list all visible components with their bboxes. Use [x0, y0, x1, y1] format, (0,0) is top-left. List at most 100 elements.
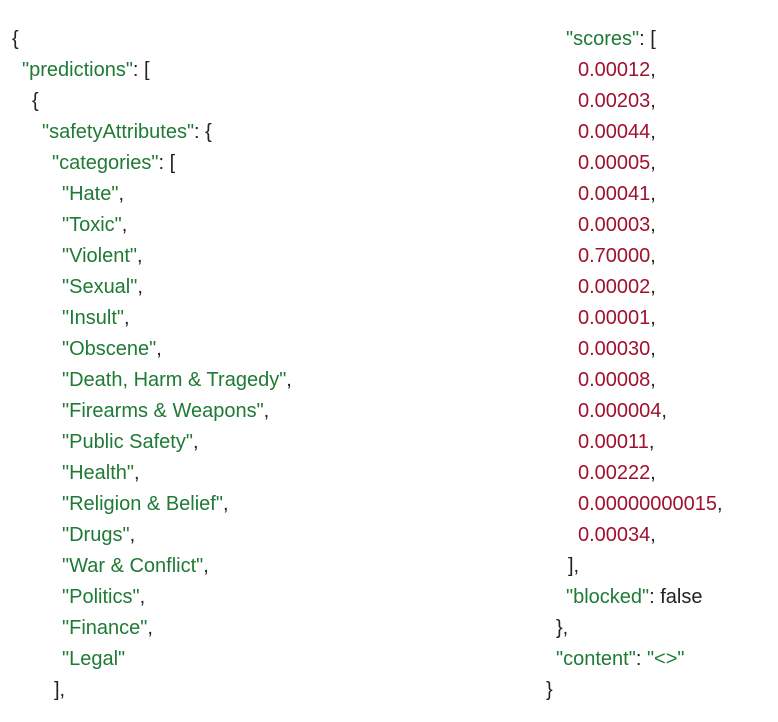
- code-line: 0.70000,: [546, 241, 723, 272]
- json-number: 0.00008: [578, 369, 651, 391]
- json-punctuation: ,: [129, 524, 136, 546]
- json-right-column: "scores": [0.00012,0.00203,0.00044,0.000…: [546, 24, 723, 706]
- code-line: }: [546, 675, 723, 706]
- code-line: 0.00000000015,: [546, 489, 723, 520]
- code-line: "War & Conflict",: [12, 551, 292, 582]
- code-line: "Insult",: [12, 303, 292, 334]
- code-line: "Sexual",: [12, 272, 292, 303]
- code-line: "Health",: [12, 458, 292, 489]
- code-line: ],: [546, 551, 723, 582]
- json-punctuation: ,: [650, 369, 656, 391]
- json-key: "safetyAttributes": [42, 121, 195, 143]
- code-line: "Drugs",: [12, 520, 292, 551]
- json-punctuation: ,: [648, 431, 655, 453]
- code-line: 0.00011,: [546, 427, 723, 458]
- json-number: 0.00000000015: [578, 493, 718, 515]
- code-line: 0.00034,: [546, 520, 723, 551]
- json-number: 0.00044: [578, 121, 651, 143]
- code-line: 0.00030,: [546, 334, 723, 365]
- json-punctuation: ,: [121, 214, 128, 236]
- code-line: "content": "<>": [546, 644, 723, 675]
- code-line: "Death, Harm & Tragedy",: [12, 365, 292, 396]
- json-string: "Legal": [62, 648, 126, 670]
- json-punctuation: ,: [134, 462, 140, 484]
- json-key: "categories": [52, 152, 159, 174]
- json-number: 0.00011: [578, 431, 649, 453]
- json-punctuation: ,: [650, 462, 656, 484]
- code-line: 0.00005,: [546, 148, 723, 179]
- json-punctuation: ,: [124, 307, 130, 329]
- json-number: 0.00222: [578, 462, 651, 484]
- json-string: "Religion & Belief": [62, 493, 223, 515]
- json-punctuation: },: [556, 617, 569, 639]
- code-line: "Toxic",: [12, 210, 292, 241]
- json-punctuation: ,: [650, 307, 656, 329]
- json-left-column: {"predictions": [{"safetyAttributes": {"…: [12, 24, 292, 706]
- json-number: 0.00003: [578, 214, 651, 236]
- json-punctuation: ,: [137, 276, 143, 298]
- json-punctuation: ,: [650, 59, 656, 81]
- json-punctuation: ,: [650, 90, 656, 112]
- json-punctuation: {: [32, 90, 39, 112]
- json-punctuation: : [: [158, 152, 176, 174]
- json-string: "Obscene": [62, 338, 157, 360]
- json-punctuation: ,: [661, 400, 667, 422]
- code-line: },: [546, 613, 723, 644]
- json-string: "Finance": [62, 617, 148, 639]
- json-punctuation: ],: [54, 679, 66, 701]
- json-punctuation: ,: [147, 617, 153, 639]
- json-string: "Public Safety": [62, 431, 193, 453]
- json-string: "Politics": [62, 586, 140, 608]
- json-punctuation: ,: [650, 524, 656, 546]
- json-number: 0.70000: [578, 245, 651, 267]
- json-key: "blocked": [566, 586, 650, 608]
- json-punctuation: : {: [194, 121, 212, 143]
- json-number: 0.00001: [578, 307, 651, 329]
- code-line: "predictions": [: [12, 55, 292, 86]
- code-line: 0.00003,: [546, 210, 723, 241]
- json-number: 0.00002: [578, 276, 651, 298]
- json-punctuation: ,: [263, 400, 270, 422]
- json-key: "content": [556, 648, 636, 670]
- code-line: "Politics",: [12, 582, 292, 613]
- json-key: "predictions": [22, 59, 133, 81]
- code-line: "Violent",: [12, 241, 292, 272]
- json-punctuation: ,: [650, 214, 656, 236]
- json-string: "Insult": [62, 307, 125, 329]
- code-line: "Public Safety",: [12, 427, 292, 458]
- json-punctuation: ,: [118, 183, 125, 205]
- json-string: "Sexual": [62, 276, 138, 298]
- code-line: ],: [12, 675, 292, 706]
- json-punctuation: ,: [139, 586, 146, 608]
- json-punctuation: ,: [717, 493, 723, 515]
- json-punctuation: : [: [132, 59, 150, 81]
- code-line: "Firearms & Weapons",: [12, 396, 292, 427]
- json-number: 0.00203: [578, 90, 651, 112]
- json-punctuation: ],: [568, 555, 580, 577]
- json-number: 0.00005: [578, 152, 651, 174]
- code-line: "Obscene",: [12, 334, 292, 365]
- json-punctuation: }: [546, 679, 553, 701]
- json-number: 0.00034: [578, 524, 651, 546]
- json-string: "Toxic": [62, 214, 122, 236]
- json-punctuation: ,: [650, 276, 656, 298]
- code-line: 0.00222,: [546, 458, 723, 489]
- json-punctuation: {: [12, 28, 19, 50]
- code-line: 0.00044,: [546, 117, 723, 148]
- code-line: 0.00041,: [546, 179, 723, 210]
- code-line: "Finance",: [12, 613, 292, 644]
- json-string: "Death, Harm & Tragedy": [62, 369, 287, 391]
- code-line: 0.00203,: [546, 86, 723, 117]
- json-punctuation: :: [635, 648, 647, 670]
- json-number: 0.00041: [578, 183, 651, 205]
- json-number: 0.000004: [578, 400, 662, 422]
- code-line: 0.00001,: [546, 303, 723, 334]
- json-punctuation: : [: [639, 28, 656, 50]
- json-string: "<>": [646, 648, 685, 670]
- json-punctuation: : false: [649, 586, 703, 608]
- json-string: "Firearms & Weapons": [62, 400, 264, 422]
- code-line: "safetyAttributes": {: [12, 117, 292, 148]
- json-number: 0.00030: [578, 338, 651, 360]
- json-string: "Drugs": [62, 524, 130, 546]
- json-punctuation: ,: [650, 338, 656, 360]
